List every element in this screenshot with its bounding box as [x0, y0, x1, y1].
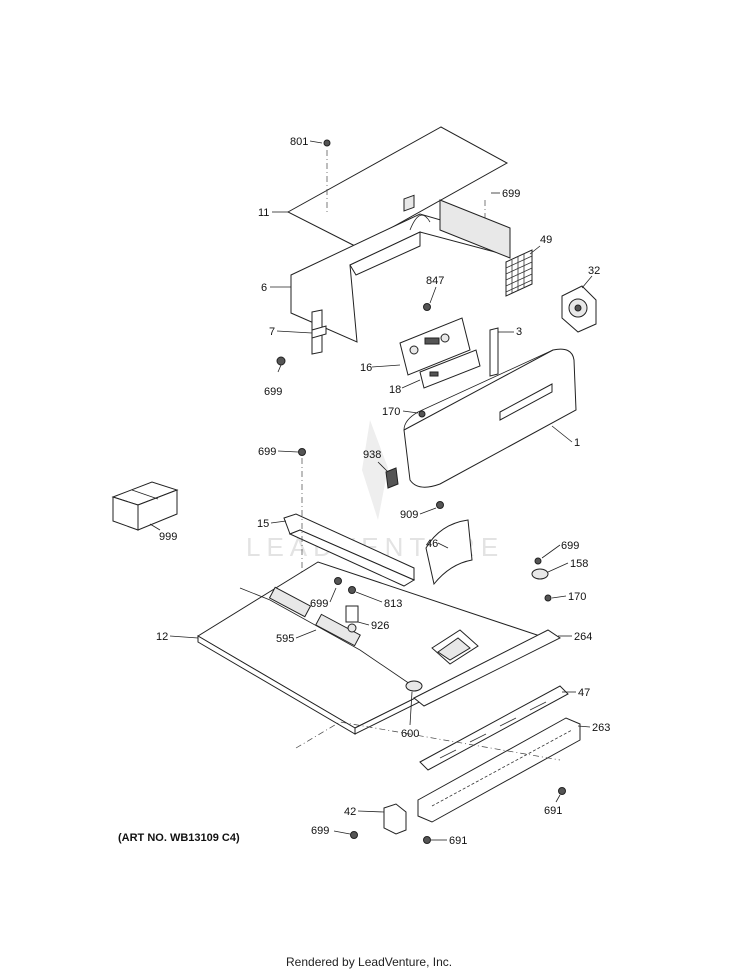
thermostat-158 — [531, 568, 549, 580]
callout-691-b: 691 — [449, 835, 467, 847]
bracket-42 — [383, 803, 407, 835]
callout-7: 7 — [269, 326, 275, 338]
package-box — [111, 481, 179, 531]
callout-938: 938 — [363, 449, 381, 461]
overlay-panel — [419, 349, 481, 389]
callout-263: 263 — [592, 722, 610, 734]
callout-801: 801 — [290, 136, 308, 148]
fan-motor — [561, 285, 597, 333]
screw-847 — [423, 303, 431, 311]
callout-699-e: 699 — [310, 598, 328, 610]
callout-18: 18 — [389, 384, 401, 396]
callout-3: 3 — [516, 326, 522, 338]
control-board — [399, 194, 471, 376]
vent-trim-47 — [419, 685, 569, 771]
screw-170-lower — [544, 594, 552, 602]
callout-158: 158 — [570, 558, 588, 570]
callout-600: 600 — [401, 728, 419, 740]
kick-panel-263 — [417, 717, 581, 823]
callout-264: 264 — [574, 631, 592, 643]
leader-lines — [149, 140, 593, 841]
callout-1: 1 — [574, 437, 580, 449]
callout-699-d: 699 — [561, 540, 579, 552]
callout-847: 847 — [426, 275, 444, 287]
callout-170-b: 170 — [568, 591, 586, 603]
callout-49: 49 — [540, 234, 552, 246]
callout-691-a: 691 — [544, 805, 562, 817]
screw-170-upper — [418, 410, 426, 418]
bracket-7 — [311, 309, 327, 355]
screw-691-bottom — [423, 836, 431, 844]
callout-16: 16 — [360, 362, 372, 374]
screw-909 — [436, 501, 444, 509]
bracket-3 — [489, 327, 499, 377]
callout-6: 6 — [261, 282, 267, 294]
callout-909: 909 — [400, 509, 418, 521]
control-panel-housing — [403, 348, 577, 488]
sensor-926 — [345, 605, 359, 633]
screw-699-mid — [298, 448, 306, 456]
screw-691-right — [558, 787, 566, 795]
callout-699-a: 699 — [502, 188, 520, 200]
callout-47: 47 — [578, 687, 590, 699]
screw-699-plate — [334, 577, 342, 585]
trim-strip-264 — [413, 629, 561, 707]
filter-screen — [505, 249, 533, 297]
callout-595: 595 — [276, 633, 294, 645]
screw-699-bottom — [350, 831, 358, 839]
callout-32: 32 — [588, 265, 600, 277]
callout-999: 999 — [159, 531, 177, 543]
air-duct — [431, 629, 479, 665]
callout-46: 46 — [426, 538, 438, 550]
callout-11: 11 — [258, 207, 269, 219]
screw-813 — [348, 586, 356, 594]
bottom-plate — [197, 561, 542, 735]
support-channel — [283, 513, 416, 587]
callout-699-f: 699 — [311, 825, 329, 837]
screw-699-right — [534, 557, 542, 565]
callout-12: 12 — [156, 631, 168, 643]
deflector-46 — [425, 519, 473, 586]
callout-699-b: 699 — [264, 386, 282, 398]
clip-938 — [385, 467, 399, 489]
callout-926: 926 — [371, 620, 389, 632]
callout-813: 813 — [384, 598, 402, 610]
footer-credit: Rendered by LeadVenture, Inc. — [286, 955, 452, 969]
vent-frame — [290, 199, 511, 343]
callout-699-c: 699 — [258, 446, 276, 458]
callout-170-a: 170 — [382, 406, 400, 418]
callout-42: 42 — [344, 806, 356, 818]
heating-element — [239, 586, 423, 692]
callout-15: 15 — [257, 518, 269, 530]
screw-699-left — [276, 356, 286, 366]
art-number: (ART NO. WB13109 C4) — [118, 832, 240, 844]
callout-labels: 801 699 11 49 32 6 847 7 3 16 699 18 170… — [156, 136, 610, 847]
